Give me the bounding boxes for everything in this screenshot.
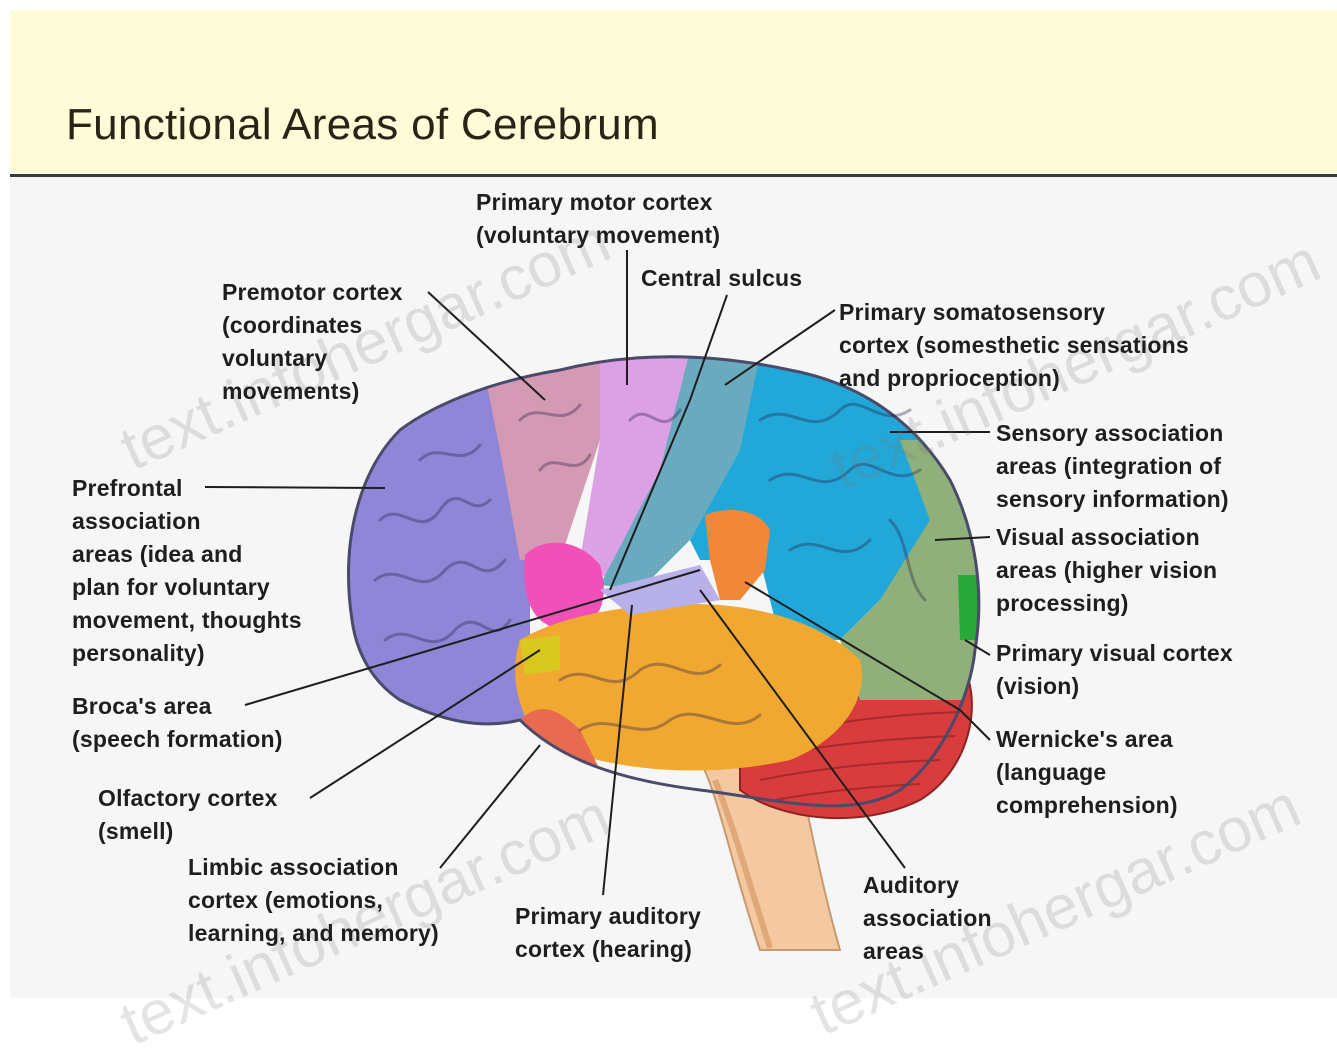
label-primary-motor-cortex: Primary motor cortex (voluntary movement… <box>476 186 720 252</box>
label-primary-visual: Primary visual cortex (vision) <box>996 637 1233 703</box>
label-limbic-association: Limbic association cortex (emotions, lea… <box>188 851 439 950</box>
label-central-sulcus: Central sulcus <box>641 262 802 295</box>
label-primary-auditory: Primary auditory cortex (hearing) <box>515 900 701 966</box>
label-sensory-association: Sensory association areas (integration o… <box>996 417 1229 516</box>
label-wernickes-area: Wernicke's area (language comprehension) <box>996 723 1178 822</box>
olfactory-region <box>520 635 560 675</box>
label-visual-association: Visual association areas (higher vision … <box>996 521 1217 620</box>
label-brocas-area: Broca's area (speech formation) <box>72 690 283 756</box>
label-auditory-association: Auditory association areas <box>863 869 992 968</box>
wernickes-region <box>705 510 770 600</box>
label-primary-somatosensory: Primary somatosensory cortex (somestheti… <box>839 296 1189 395</box>
label-prefrontal: Prefrontal association areas (idea and p… <box>72 472 302 670</box>
label-premotor-cortex: Premotor cortex (coordinates voluntary m… <box>222 276 403 408</box>
label-olfactory-cortex: Olfactory cortex (smell) <box>98 782 278 848</box>
